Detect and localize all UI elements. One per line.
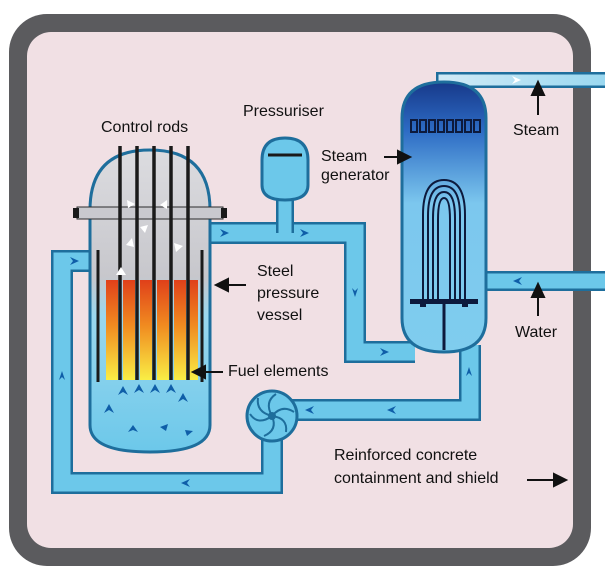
vessel-flange: [76, 206, 224, 220]
tube-sheet: [410, 299, 478, 304]
reactor-vessel: [73, 146, 227, 454]
fuel-elements-label: Fuel elements: [228, 363, 329, 380]
steam-separators: [410, 119, 481, 133]
steam-generator-label-line1: Steam: [321, 148, 368, 165]
steel-pressure-vessel-label-line1: Steel: [257, 263, 294, 280]
steel-pressure-vessel-label-line2: pressure: [257, 285, 320, 302]
containment-label-line2: containment and shield: [334, 470, 499, 487]
pointer-arrow-icon: [190, 79, 569, 488]
pump-impeller-icon: [245, 389, 299, 443]
water-label: Water: [515, 324, 558, 341]
control-rods-label: Control rods: [101, 119, 189, 136]
control-rods: [118, 146, 190, 380]
fuel-elements: [106, 280, 198, 380]
flow-direction-arrow-icon: [104, 384, 193, 436]
pressuriser: [260, 136, 310, 202]
flow-direction-arrow-icon: [59, 76, 522, 487]
steel-pressure-vessel-label-line3: vessel: [257, 307, 303, 324]
pressuriser-label: Pressuriser: [243, 103, 324, 120]
flow-direction-arrow-icon: [116, 200, 183, 275]
u-tube-bundle: [422, 178, 466, 300]
steam-generator-label-line2: generator: [321, 167, 390, 184]
containment-label-line1: Reinforced concrete: [334, 447, 478, 464]
steam-generator: [400, 80, 488, 354]
steam-label: Steam: [513, 122, 560, 139]
